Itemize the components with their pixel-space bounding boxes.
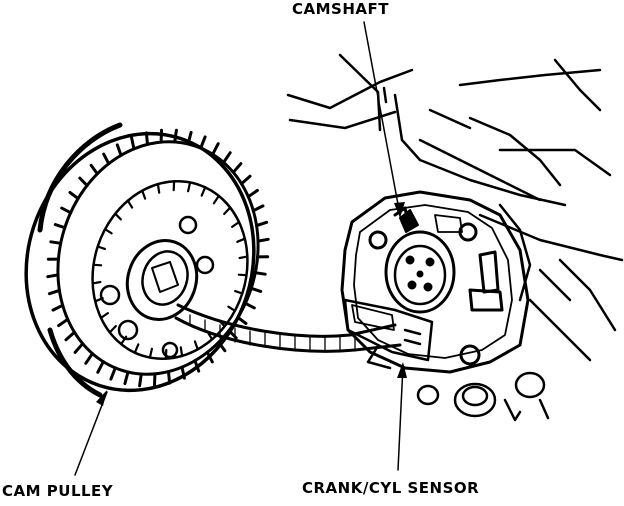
gear-tooth xyxy=(84,352,94,365)
gear-tooth xyxy=(199,135,207,150)
camshaft-end xyxy=(384,209,456,314)
gear-tooth xyxy=(253,271,267,276)
gear-tooth xyxy=(68,191,80,201)
sensor-arrowhead xyxy=(397,362,407,378)
gear-tooth xyxy=(133,343,140,354)
engine-block xyxy=(286,53,624,362)
gear-tooth xyxy=(96,360,105,374)
sensor-leader xyxy=(397,364,404,471)
gear-tooth xyxy=(231,221,241,228)
gear-tooth xyxy=(138,372,143,388)
gear-tooth xyxy=(173,128,178,144)
gear-tooth xyxy=(92,263,103,267)
gear-tooth xyxy=(212,194,220,205)
gear-tooth xyxy=(236,237,246,243)
gear-tooth xyxy=(243,301,256,310)
gear-tooth xyxy=(102,152,111,166)
gear-tooth xyxy=(144,131,149,146)
gear-tooth xyxy=(73,342,85,354)
gear-tooth xyxy=(114,212,122,221)
gear-tooth xyxy=(148,347,153,359)
gear-tooth xyxy=(205,350,214,364)
camshaft-arrowhead xyxy=(394,202,405,218)
gear-tooth xyxy=(109,366,117,381)
gear-tooth xyxy=(237,273,248,277)
sensor-cable xyxy=(174,303,402,353)
gear-tooth xyxy=(49,240,63,245)
gear-tooth xyxy=(103,228,113,235)
gear-tooth xyxy=(186,130,193,146)
gear-tooth xyxy=(187,181,192,193)
gear-tooth xyxy=(78,176,89,187)
gear-tooth xyxy=(193,359,201,373)
gear-tooth xyxy=(91,280,102,285)
gear-tooth xyxy=(234,290,244,295)
gear-tooth xyxy=(227,305,236,312)
gear-tooth xyxy=(156,183,161,194)
gear-tooth xyxy=(141,189,147,200)
gear-tooth xyxy=(193,340,199,351)
leader-lines xyxy=(74,21,404,476)
gear-tooth xyxy=(99,312,110,319)
gear-tooth xyxy=(251,204,265,213)
gear-tooth xyxy=(96,245,107,250)
gear-tooth xyxy=(246,188,259,199)
gear-tooth xyxy=(47,288,61,296)
camshaft-leader xyxy=(363,21,401,216)
cam-pulley xyxy=(24,122,270,398)
gear-tooth xyxy=(51,303,65,312)
gear-tooth xyxy=(240,174,252,186)
gear-tooth xyxy=(249,286,263,293)
cam-pulley-label: CAM PULLEY xyxy=(2,482,114,500)
gear-tooth xyxy=(236,315,248,325)
lower-bosses xyxy=(416,371,550,422)
gear-tooth xyxy=(255,220,269,228)
leader-arrowheads xyxy=(96,202,407,406)
gear-tooth xyxy=(200,186,207,197)
gear-tooth xyxy=(57,317,70,328)
gear-tooth xyxy=(53,223,67,230)
gear-tooth xyxy=(123,370,130,386)
sensor-connector xyxy=(343,298,434,370)
crank-cyl-sensor-label: CRANK/CYL SENSOR xyxy=(302,479,480,497)
sensor-housing xyxy=(340,190,530,374)
gear-tooth xyxy=(167,370,172,385)
gear-tooth xyxy=(64,330,76,342)
gear-tooth xyxy=(238,255,249,260)
gear-tooth xyxy=(180,365,186,380)
gear-tooth xyxy=(231,162,243,174)
gear-tooth xyxy=(130,136,136,151)
gear-tooth xyxy=(46,273,60,279)
gear-tooth xyxy=(89,163,99,176)
gear-tooth xyxy=(108,325,117,334)
gear-tooth xyxy=(126,199,134,209)
gear-tooth xyxy=(222,151,232,164)
cam-pulley-leader xyxy=(74,391,108,476)
gear-tooth xyxy=(223,206,232,215)
gear-tooth xyxy=(217,340,227,353)
gear-tooth xyxy=(179,346,184,357)
camshaft-label: CAMSHAFT xyxy=(292,0,389,18)
gear-tooth xyxy=(60,206,73,215)
gear-tooth xyxy=(211,142,220,156)
gear-tooth xyxy=(115,143,123,157)
gear-tooth xyxy=(256,237,270,243)
cam-pulley-arrowhead xyxy=(96,390,107,406)
